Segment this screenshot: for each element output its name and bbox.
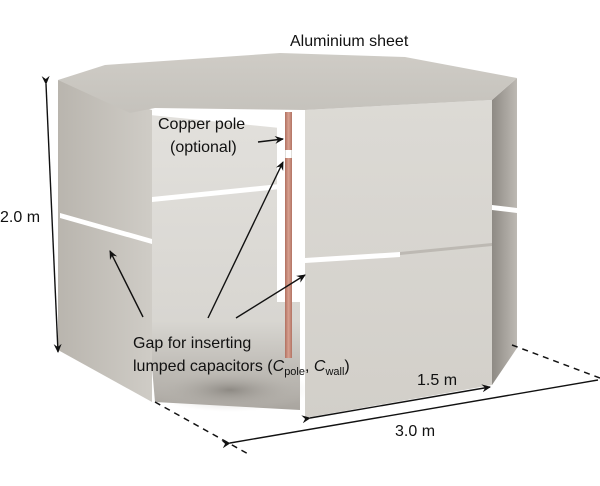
c-wall-subscript: wall bbox=[324, 366, 344, 378]
copper-pole-lower bbox=[285, 158, 292, 358]
aluminium-top-sheet bbox=[58, 53, 517, 113]
gap-callout: Gap for inserting lumped capacitors (Cpo… bbox=[109, 161, 350, 378]
copper-pole bbox=[277, 112, 306, 358]
pole-slot-right bbox=[292, 112, 306, 302]
diameter-arrow bbox=[221, 379, 599, 449]
dimension-height: 2.0 m bbox=[0, 75, 62, 353]
gap-arrow-front-wall bbox=[235, 274, 306, 319]
aluminium-sheet-label: Aluminium sheet bbox=[290, 33, 409, 50]
front-wall-panel bbox=[305, 100, 492, 418]
dashed-line-left bbox=[154, 401, 251, 456]
copper-pole-label-line2: (optional) bbox=[170, 139, 237, 156]
right-wall-gap bbox=[492, 205, 517, 213]
right-edge-wall bbox=[492, 78, 517, 385]
front-wall-gap bbox=[305, 252, 400, 263]
inner-wall-gap bbox=[152, 184, 280, 202]
pole-gap bbox=[286, 150, 291, 158]
base-dashed-lines bbox=[154, 344, 600, 456]
c-wall-symbol: C bbox=[314, 358, 326, 375]
copper-pole-callout: Copper pole (optional) bbox=[158, 116, 284, 156]
copper-pole-label-line1: Copper pole bbox=[158, 116, 245, 133]
height-arrow bbox=[41, 75, 62, 353]
side-dimension-label: 1.5 m bbox=[417, 372, 457, 389]
copper-pole-arrow bbox=[257, 135, 284, 144]
left-wall-gap bbox=[60, 213, 152, 244]
copper-pole-upper bbox=[285, 112, 292, 150]
side-arrow bbox=[301, 384, 491, 424]
dashed-line-right bbox=[511, 344, 600, 379]
dimension-side: 1.5 m bbox=[301, 372, 491, 424]
dimension-diameter: 3.0 m bbox=[221, 379, 599, 449]
gap-arrow-left-wall bbox=[109, 250, 144, 318]
c-pole-symbol: C bbox=[273, 358, 285, 375]
pole-slot-left bbox=[277, 112, 285, 302]
diameter-dimension-label: 3.0 m bbox=[395, 423, 435, 440]
gap-arrow-pole bbox=[207, 161, 284, 319]
c-pole-subscript: pole bbox=[284, 366, 305, 378]
inner-back-wall bbox=[130, 113, 310, 412]
gap-label-line2: lumped capacitors (Cpole, Cwall) bbox=[133, 358, 350, 378]
gap-label-line1: Gap for inserting bbox=[133, 335, 251, 352]
height-dimension-label: 2.0 m bbox=[0, 209, 40, 226]
left-wall-panel bbox=[58, 80, 152, 402]
floor-shadow bbox=[150, 368, 310, 412]
